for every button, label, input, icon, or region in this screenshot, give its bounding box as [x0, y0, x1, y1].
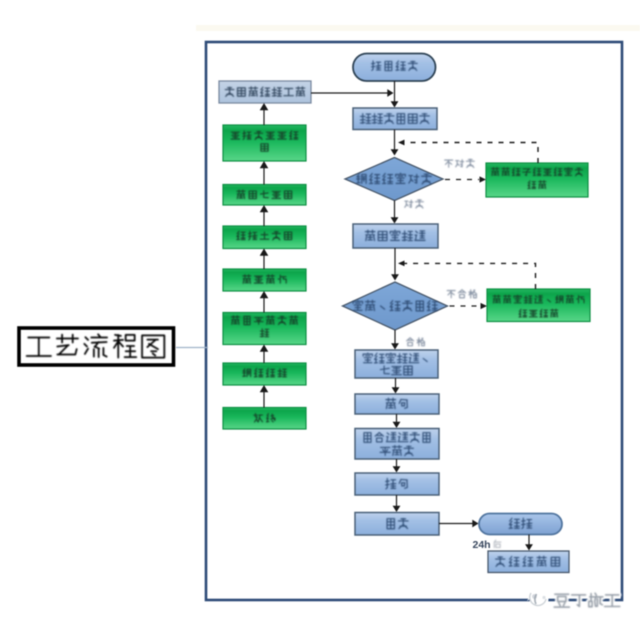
- svg-text:24h: 24h: [473, 539, 491, 551]
